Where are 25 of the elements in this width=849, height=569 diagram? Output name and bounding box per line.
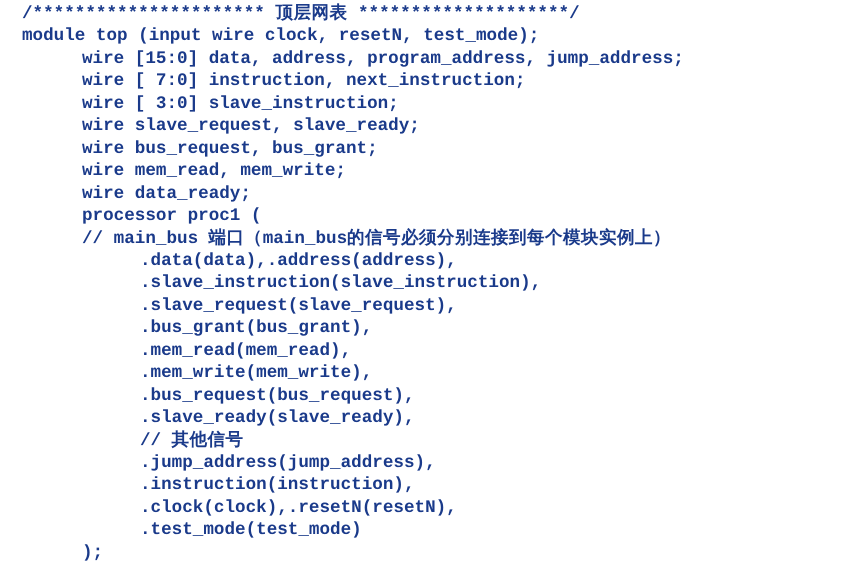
code-line: .test_mode(test_mode)	[140, 520, 362, 540]
code-line: processor proc1 (	[82, 206, 262, 226]
code-line: .bus_request(bus_request),	[140, 386, 415, 406]
code-line: wire data_ready;	[82, 184, 251, 204]
code-line: .jump_address(jump_address),	[140, 453, 436, 473]
comment-line: // 其他信号	[140, 430, 244, 451]
code-line: .bus_grant(bus_grant),	[140, 318, 372, 338]
code-line: wire mem_read, mem_write;	[82, 161, 346, 182]
code-line: wire [15:0] data, address, program_address, jump_address;	[82, 48, 684, 69]
code-line: .data(data),.address(address),	[140, 250, 457, 271]
code-line: .slave_ready(slave_ready),	[140, 408, 415, 428]
comment-line: /********************** 顶层网表 ********************/	[22, 4, 580, 24]
code-line: wire [ 3:0] slave_instruction;	[82, 94, 399, 114]
comment-line: // main_bus 端口（main_bus的信号必须分别连接到每个模块实例上）	[82, 228, 672, 248]
code-line: wire [ 7:0] instruction, next_instruction;	[82, 71, 526, 92]
code-line: .slave_instruction(slave_instruction),	[140, 273, 542, 294]
code-line: .mem_write(mem_write),	[140, 363, 372, 384]
code-line: .slave_request(slave_request),	[140, 296, 457, 316]
code-line: .instruction(instruction),	[140, 475, 415, 496]
code-line: .clock(clock),.resetN(resetN),	[140, 498, 457, 518]
code-line: .mem_read(mem_read),	[140, 340, 352, 361]
code-line: wire bus_request, bus_grant;	[82, 138, 378, 159]
code-line: module top (input wire clock, resetN, test_mode);	[22, 26, 540, 46]
code-line: );	[82, 542, 104, 563]
code-line: wire slave_request, slave_ready;	[82, 116, 420, 136]
